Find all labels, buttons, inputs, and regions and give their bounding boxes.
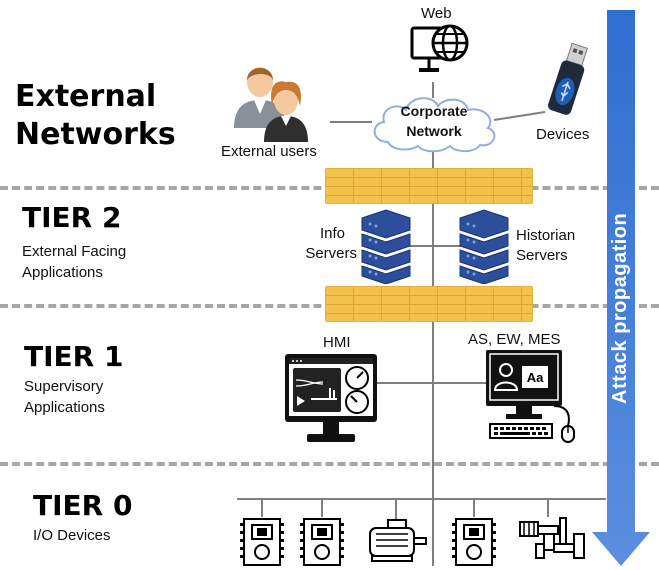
info-servers-label: Info Servers	[305, 225, 357, 262]
valve-icon	[519, 517, 585, 559]
motor-icon	[369, 519, 427, 562]
web-globe-icon	[410, 24, 469, 72]
external-users-label: External users	[221, 143, 317, 160]
historian-server-stack-icon	[459, 209, 509, 284]
external-networks-title: External Networks	[15, 79, 176, 152]
firewall-icon	[325, 286, 533, 322]
attack-propagation-arrow	[592, 10, 650, 566]
tier2-title: TIER 2	[22, 201, 122, 234]
workstation-label: AS, EW, MES	[468, 331, 561, 348]
io-device-icon	[452, 518, 496, 566]
firewall-icon	[325, 168, 533, 204]
devices-label: Devices	[536, 126, 590, 143]
attack-propagation-label: Attack propagation	[609, 212, 631, 404]
tier0-subtitle: I/O Devices	[33, 527, 111, 544]
hmi-monitor-icon	[285, 354, 377, 442]
historian-servers-label: Historian Servers	[516, 227, 576, 264]
usb-device-icon	[547, 42, 588, 115]
io-device-icon	[300, 518, 344, 566]
web-label: Web	[421, 5, 452, 22]
users-icon	[234, 67, 308, 142]
workstation-icon: Aa	[486, 350, 575, 443]
workstation-screen-text: Aa	[527, 370, 544, 385]
info-server-stack-icon	[361, 209, 411, 284]
tier1-title: TIER 1	[24, 340, 124, 373]
tier1-subtitle: Supervisory Applications	[24, 378, 105, 416]
tier2-subtitle: External Facing Applications	[22, 243, 127, 281]
hmi-label: HMI	[323, 334, 351, 351]
separator-tier1-tier0	[0, 462, 659, 466]
io-device-icon	[240, 518, 284, 566]
corporate-network-label: Corporate Network	[400, 103, 468, 139]
tier0-title: TIER 0	[33, 489, 133, 522]
corporate-network-cloud-icon	[373, 97, 496, 153]
